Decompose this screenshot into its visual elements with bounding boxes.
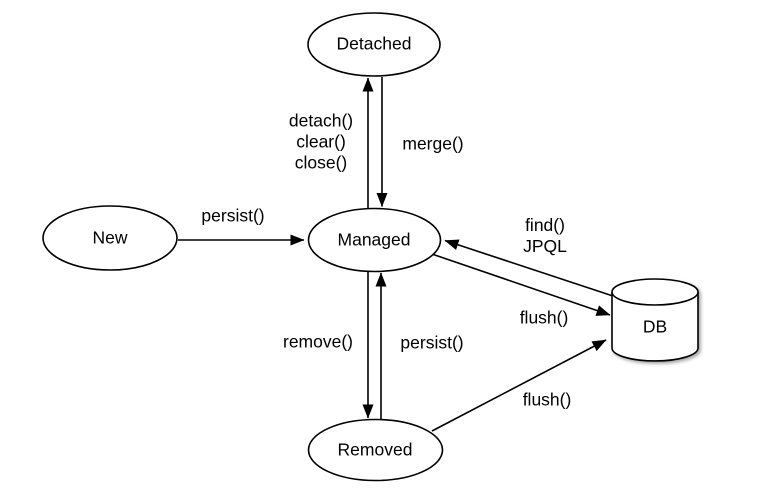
edge-managed-to-removed-label: remove() (282, 331, 354, 352)
edge-managed-to-db-label: flush() (519, 307, 569, 328)
edge-removed-to-managed-label: persist() (400, 332, 464, 353)
edge-managed-to-db-arrow (428, 252, 611, 316)
node-new-ellipse (42, 205, 178, 271)
edge-removed-to-db-arrow (431, 339, 607, 432)
edge-managed-to-detached-label: detach() clear() close() (288, 110, 354, 173)
node-managed-ellipse (307, 207, 442, 273)
node-new-label: New (92, 227, 128, 248)
edge-db-to-managed-label: find() JPQL (523, 215, 567, 256)
database-cylinder-top (611, 278, 699, 306)
database-cylinder-body (611, 292, 699, 362)
node-detached-label: Detached (336, 33, 412, 54)
database-cylinder-icon (611, 278, 699, 362)
edge-removed-to-db-label: flush() (522, 389, 572, 410)
node-removed-ellipse (307, 418, 444, 482)
node-detached-ellipse (307, 12, 441, 77)
edge-db-to-managed-arrow (444, 239, 614, 297)
node-removed-label: Removed (337, 439, 413, 460)
edge-new-to-managed-label: persist() (201, 205, 265, 226)
node-managed-label: Managed (337, 229, 411, 250)
edge-detached-to-managed-label: merge() (402, 133, 464, 154)
node-db-label: DB (642, 316, 668, 337)
